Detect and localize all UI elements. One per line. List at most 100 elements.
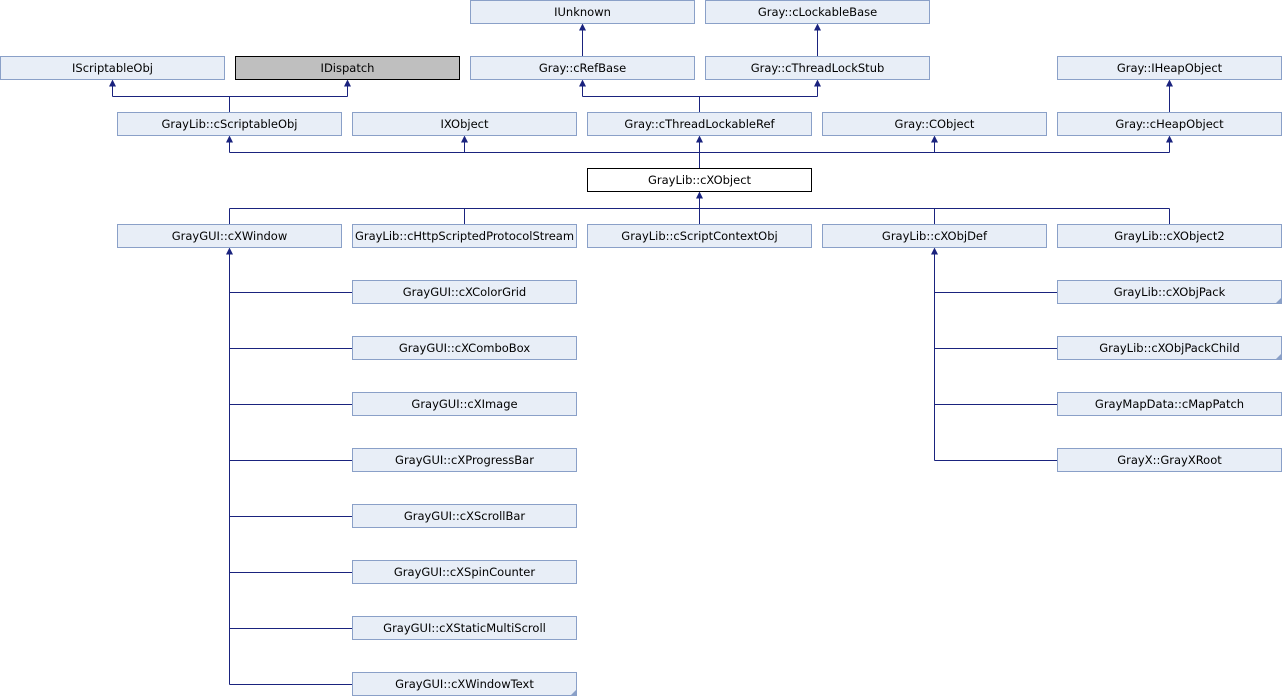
- class-box: [470, 0, 695, 24]
- inheritance-edges: [109, 23, 1173, 685]
- class-box: [705, 56, 930, 80]
- class-node-cHttpScriptedProtocolStream[interactable]: GrayLib::cHttpScriptedProtocolStream: [352, 224, 577, 248]
- class-box: [0, 56, 225, 80]
- class-node-cXWindow[interactable]: GrayGUI::cXWindow: [117, 224, 342, 248]
- class-label: GrayGUI::cXSpinCounter: [394, 565, 535, 579]
- class-node-cLockableBase[interactable]: Gray::cLockableBase: [705, 0, 930, 24]
- class-label: Gray::cThreadLockableRef: [624, 117, 775, 131]
- class-label: GrayMapData::cMapPatch: [1095, 397, 1244, 411]
- class-label: GrayGUI::cXStaticMultiScroll: [383, 621, 546, 635]
- class-node-cXProgressBar[interactable]: GrayGUI::cXProgressBar: [352, 448, 577, 472]
- class-box: [470, 56, 695, 80]
- class-label: GrayLib::cHttpScriptedProtocolStream: [355, 229, 574, 243]
- arrowhead-cHeapObject: [1166, 135, 1173, 143]
- class-box: [117, 224, 342, 248]
- class-node-CObject[interactable]: Gray::CObject: [822, 112, 1047, 136]
- class-box: [587, 168, 812, 192]
- class-label: GrayLib::cScriptableObj: [162, 117, 298, 131]
- class-label: GrayLib::cXObject2: [1114, 229, 1224, 243]
- class-node-IHeapObject[interactable]: Gray::IHeapObject: [1057, 56, 1282, 80]
- arrowhead-IUnknown: [579, 23, 586, 31]
- class-box: [235, 56, 460, 80]
- class-label: IDispatch: [321, 61, 375, 75]
- class-box: [352, 280, 577, 304]
- class-box: [587, 224, 812, 248]
- class-node-cScriptableObj[interactable]: GrayLib::cScriptableObj: [117, 112, 342, 136]
- class-node-cXScrollBar[interactable]: GrayGUI::cXScrollBar: [352, 504, 577, 528]
- class-label: GrayLib::cXObjPackChild: [1099, 341, 1240, 355]
- class-box: [352, 392, 577, 416]
- class-node-cXObject[interactable]: GrayLib::cXObject: [587, 168, 812, 192]
- class-node-cXStaticMultiScroll[interactable]: GrayGUI::cXStaticMultiScroll: [352, 616, 577, 640]
- class-node-cHeapObject[interactable]: Gray::cHeapObject: [1057, 112, 1282, 136]
- class-node-IScriptableObj[interactable]: IScriptableObj: [0, 56, 225, 80]
- class-label: GrayGUI::cXWindowText: [395, 677, 534, 691]
- fold-corner-icon: [1275, 353, 1282, 360]
- class-box: [352, 112, 577, 136]
- class-box: [705, 0, 930, 24]
- class-label: GrayLib::cXObject: [648, 173, 752, 187]
- class-label: GrayGUI::cXScrollBar: [404, 509, 526, 523]
- fold-corner-icon: [570, 689, 577, 696]
- class-label: GrayGUI::cXProgressBar: [395, 453, 534, 467]
- class-label: GrayGUI::cXComboBox: [399, 341, 531, 355]
- class-node-IXObject[interactable]: IXObject: [352, 112, 577, 136]
- class-box: [352, 448, 577, 472]
- arrowhead-IScriptableObj: [109, 79, 116, 87]
- class-node-cXWindowText[interactable]: GrayGUI::cXWindowText: [352, 672, 577, 696]
- class-node-IUnknown[interactable]: IUnknown: [470, 0, 695, 24]
- class-node-cXObject2[interactable]: GrayLib::cXObject2: [1057, 224, 1282, 248]
- class-label: Gray::IHeapObject: [1117, 61, 1223, 75]
- class-node-cRefBase[interactable]: Gray::cRefBase: [470, 56, 695, 80]
- arrowhead-CObject: [931, 135, 938, 143]
- class-node-cThreadLockableRef[interactable]: Gray::cThreadLockableRef: [587, 112, 812, 136]
- class-node-cXSpinCounter[interactable]: GrayGUI::cXSpinCounter: [352, 560, 577, 584]
- arrowhead-cThreadLockStub: [814, 79, 821, 87]
- arrowhead-cXObject: [696, 191, 703, 199]
- class-node-cXObjDef[interactable]: GrayLib::cXObjDef: [822, 224, 1047, 248]
- arrowhead-cThreadLockableRef: [696, 135, 703, 143]
- class-label: GrayX::GrayXRoot: [1117, 453, 1222, 467]
- class-box: [352, 504, 577, 528]
- class-node-cThreadLockStub[interactable]: Gray::cThreadLockStub: [705, 56, 930, 80]
- fold-corner-icon: [1275, 297, 1282, 304]
- class-node-cXObjPack[interactable]: GrayLib::cXObjPack: [1057, 280, 1282, 304]
- class-label: Gray::cRefBase: [539, 61, 626, 75]
- class-node-cXComboBox[interactable]: GrayGUI::cXComboBox: [352, 336, 577, 360]
- class-box: [352, 560, 577, 584]
- class-box: [587, 112, 812, 136]
- class-node-cXImage[interactable]: GrayGUI::cXImage: [352, 392, 577, 416]
- class-label: IXObject: [441, 117, 489, 131]
- class-label: IUnknown: [554, 5, 611, 19]
- arrowhead-IDispatch: [344, 79, 351, 87]
- class-label: Gray::cHeapObject: [1115, 117, 1224, 131]
- class-label: GrayGUI::cXWindow: [172, 229, 288, 243]
- class-box: [352, 224, 577, 248]
- class-label: GrayLib::cXObjDef: [882, 229, 988, 243]
- arrowhead-cXWindow: [226, 247, 233, 255]
- arrowhead-cRefBase: [579, 79, 586, 87]
- class-node-GrayXRoot[interactable]: GrayX::GrayXRoot: [1057, 448, 1282, 472]
- class-label: GrayLib::cXObjPack: [1114, 285, 1226, 299]
- arrowhead-cXObjDef: [931, 247, 938, 255]
- class-label: Gray::CObject: [895, 117, 975, 131]
- class-label: GrayLib::cScriptContextObj: [621, 229, 777, 243]
- class-node-IDispatch[interactable]: IDispatch: [235, 56, 460, 80]
- class-label: Gray::cLockableBase: [758, 5, 877, 19]
- class-node-cMapPatch[interactable]: GrayMapData::cMapPatch: [1057, 392, 1282, 416]
- class-node-cScriptContextObj[interactable]: GrayLib::cScriptContextObj: [587, 224, 812, 248]
- class-label: IScriptableObj: [72, 61, 153, 75]
- class-box: [352, 336, 577, 360]
- class-node-cXObjPackChild[interactable]: GrayLib::cXObjPackChild: [1057, 336, 1282, 360]
- class-label: GrayGUI::cXImage: [411, 397, 517, 411]
- arrowhead-cScriptableObj: [226, 135, 233, 143]
- class-label: GrayGUI::cXColorGrid: [403, 285, 527, 299]
- class-box: [822, 112, 1047, 136]
- class-node-cXColorGrid[interactable]: GrayGUI::cXColorGrid: [352, 280, 577, 304]
- class-box: [352, 616, 577, 640]
- class-box: [117, 112, 342, 136]
- arrowhead-cLockableBase: [814, 23, 821, 31]
- arrowhead-IXObject: [461, 135, 468, 143]
